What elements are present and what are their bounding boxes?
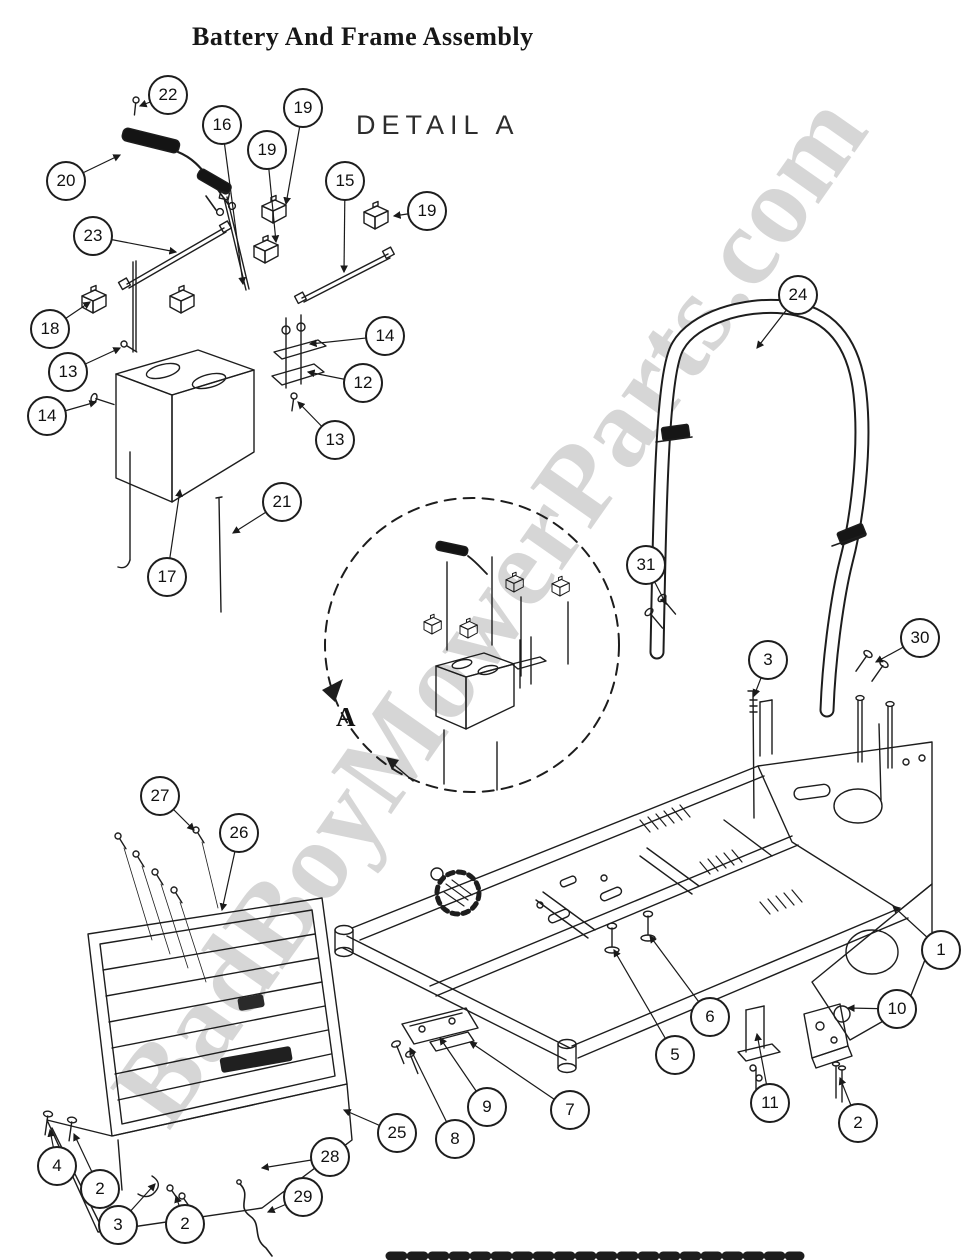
- leader-line-19: [392, 210, 428, 219]
- leader-line-5: [613, 948, 676, 1056]
- leader-line-2: [174, 1194, 186, 1225]
- leader-line-11: [754, 1032, 771, 1104]
- floor-pan-screws-drawing: [113, 825, 219, 983]
- leader-line-3: [752, 659, 769, 698]
- leader-line-22: [138, 94, 169, 108]
- detail-a-inset: [322, 497, 620, 793]
- leader-line-19: [266, 149, 280, 244]
- leader-line-13: [67, 347, 122, 373]
- cable-rods-drawing: [117, 190, 395, 305]
- frame-drawing: [334, 699, 933, 1074]
- leader-line-10: [846, 1004, 898, 1013]
- battery-drawing: [115, 349, 255, 613]
- leader-line-14: [308, 335, 386, 348]
- leader-line-19: [283, 107, 304, 206]
- leader-line-31: [645, 564, 667, 606]
- leader-line-15: [340, 180, 348, 274]
- leader-line-23: [92, 235, 178, 255]
- leader-line-17: [166, 488, 183, 578]
- leader-line-27: [159, 795, 195, 831]
- page-title: Battery And Frame Assembly: [192, 22, 534, 51]
- leader-line-29: [266, 1196, 304, 1213]
- leader-line-3: [117, 1183, 156, 1226]
- detail-a-marker: A: [336, 702, 356, 732]
- hold-down-drawing: [89, 314, 327, 412]
- leader-line-1: [892, 905, 942, 951]
- leader-line-20: [65, 154, 122, 182]
- leader-line-7: [469, 1041, 571, 1111]
- leader-line-28: [260, 1156, 331, 1171]
- leader-line-2: [73, 1132, 101, 1190]
- leader-line-25: [342, 1109, 398, 1134]
- leader-line-14: [46, 400, 98, 417]
- leader-line-24: [756, 294, 799, 349]
- leader-line-2: [838, 1076, 859, 1124]
- battery-cables-drawing: [121, 96, 237, 353]
- leader-line-6: [649, 935, 711, 1018]
- leader-line-13: [297, 401, 336, 441]
- leader-line-18: [49, 301, 91, 330]
- leader-line-26: [219, 832, 240, 912]
- rops-bar-drawing: [649, 298, 870, 718]
- leader-line-16: [221, 124, 246, 286]
- leader-line-12: [306, 369, 364, 384]
- detail-a-label: DETAIL A: [356, 110, 520, 140]
- frame-hardware-drawing: [390, 910, 853, 1103]
- leader-line-8: [409, 1046, 456, 1140]
- floor-pan-drawing: [87, 897, 348, 1137]
- leader-line-4: [47, 1128, 58, 1167]
- leader-line-21: [232, 501, 283, 534]
- leader-line-30: [874, 637, 921, 663]
